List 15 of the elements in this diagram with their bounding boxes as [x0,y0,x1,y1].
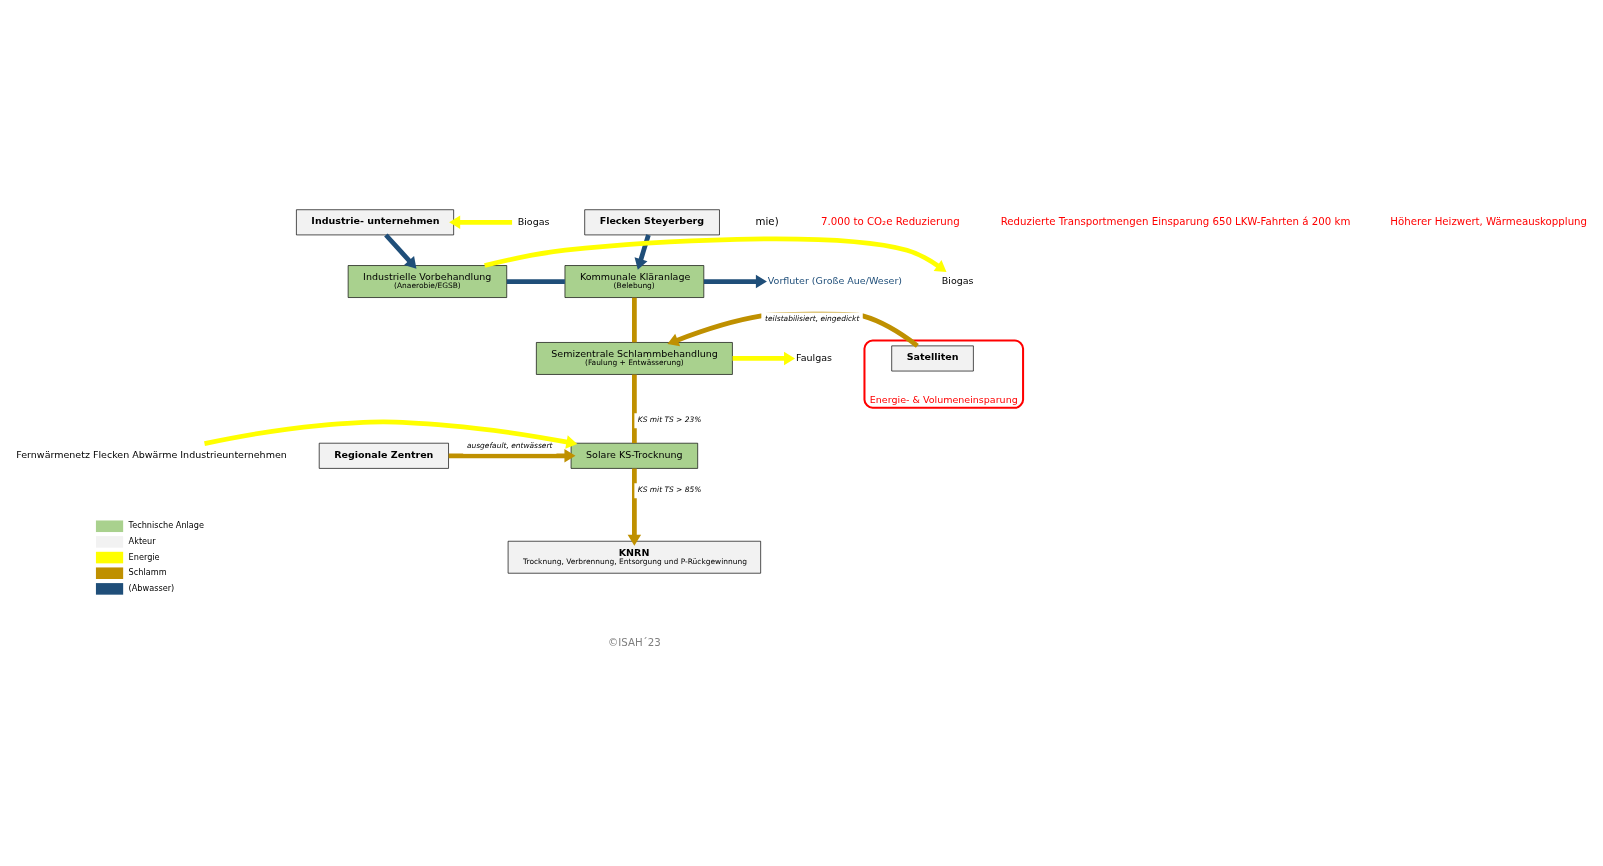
node-text: Biogas [517,215,550,227]
label: ©ISAH´23 [608,637,661,649]
legend-label: Technische Anlage [128,520,205,531]
label: Höherer Heizwert, Wärmeauskopplung [1390,215,1588,227]
node-text: Biogas [941,275,974,287]
legend-label: Schlamm [128,567,167,578]
legend-label: Akteur [128,536,156,547]
label: 7.000 to CO₂e Reduzierung [821,215,960,227]
legend-label: (Abwasser) [128,583,175,593]
node-text: Faulgas [796,351,832,363]
label: mie) [755,215,779,227]
label: Reduzierte Transportmengen Einsparung 650 LKW-Fahrten á 200 km [1000,215,1351,227]
legend-label: Energie [128,551,160,562]
node-text: Vorfluter (Große Aue/Weser) [767,275,903,287]
node-text: Fernwärmenetz Flecken Abwärme Industrieunternehmen [16,449,287,461]
